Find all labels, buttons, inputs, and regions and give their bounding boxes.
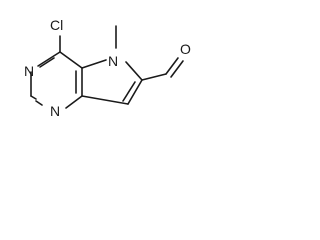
atom-n1: N — [50, 103, 60, 119]
atom-oxygen: O — [180, 41, 191, 57]
bond-c4a-n5 — [81, 59, 107, 69]
bond-c6-cho — [141, 73, 167, 81]
bond-c-o-double — [170, 60, 184, 78]
bond-c2-n1 — [30, 95, 37, 100]
bond-c2-n1-double — [35, 100, 43, 106]
bond-n1-c7a — [65, 95, 83, 109]
bond-c4-n3 — [37, 51, 61, 67]
atom-chlorine: Cl — [50, 17, 63, 33]
bond-c-o — [165, 57, 179, 75]
bond-c4-n3-double — [39, 57, 55, 68]
bond-c4a-c4 — [59, 51, 83, 69]
bond-c7-c7a — [81, 95, 129, 105]
bond-c6-c7 — [127, 79, 143, 105]
molecule-structure: Cl N N N O — [24, 17, 191, 119]
bond-n5-c6 — [125, 61, 143, 81]
atom-n5: N — [108, 53, 118, 69]
atom-n3: N — [24, 63, 34, 79]
bond-c6-c7-double — [122, 81, 136, 102]
